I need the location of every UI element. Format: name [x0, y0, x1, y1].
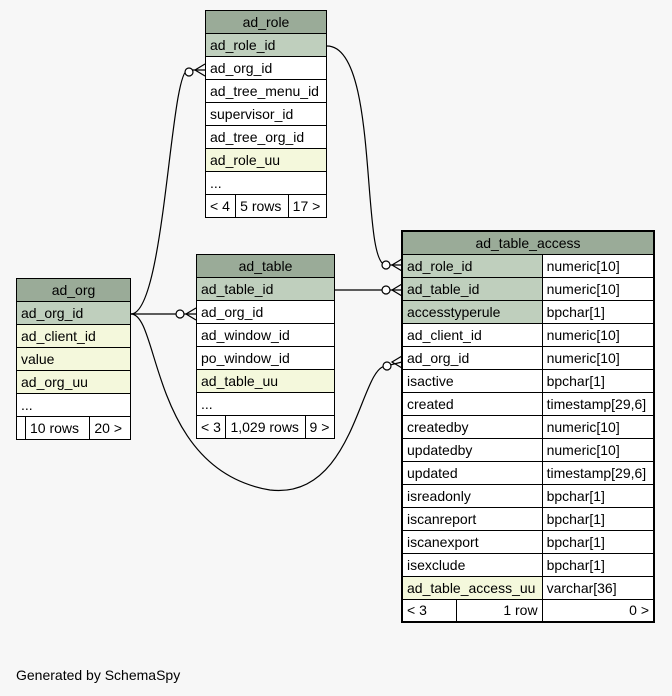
column-name[interactable]: ad_org_id — [205, 56, 327, 80]
column-name[interactable]: ad_table_id — [401, 276, 543, 301]
column-name[interactable]: value — [16, 347, 131, 371]
column-type: bpchar[1] — [541, 552, 655, 577]
column-type: bpchar[1] — [541, 529, 655, 554]
column-name[interactable]: updatedby — [401, 437, 543, 462]
link-access-role — [326, 45, 402, 266]
row-count: 1 row — [455, 598, 543, 623]
column-type: timestamp[29,6] — [541, 460, 655, 485]
optional-marker-icon — [175, 309, 185, 319]
table-title[interactable]: ad_role — [205, 10, 327, 34]
children-count[interactable]: 9 > — [304, 415, 336, 439]
column-name[interactable]: iscanexport — [401, 529, 543, 554]
column-name[interactable]: ... — [196, 392, 335, 416]
column-type: bpchar[1] — [541, 483, 655, 508]
column-type: numeric[10] — [541, 253, 655, 278]
column-name[interactable]: ad_role_id — [205, 33, 327, 57]
children-count: 0 > — [541, 598, 655, 623]
column-name[interactable]: ... — [205, 171, 327, 195]
column-type: varchar[36] — [541, 575, 655, 600]
column-name[interactable]: createdby — [401, 414, 543, 439]
table-title[interactable]: ad_table — [196, 254, 335, 278]
optional-marker-icon — [382, 361, 392, 371]
column-name[interactable]: updated — [401, 460, 543, 485]
column-name[interactable]: ad_org_id — [401, 345, 543, 370]
crowfoot-icon — [193, 63, 206, 77]
column-name[interactable]: ad_tree_org_id — [205, 125, 327, 149]
column-name[interactable]: accesstyperule — [401, 299, 543, 324]
column-name[interactable]: ad_org_id — [196, 300, 335, 324]
column-name[interactable]: ad_org_uu — [16, 370, 131, 394]
column-name[interactable]: ad_window_id — [196, 323, 335, 347]
column-type: bpchar[1] — [541, 506, 655, 531]
table-ad-org: ad_org ad_org_id ad_client_id value ad_o… — [16, 278, 131, 440]
column-name[interactable]: created — [401, 391, 543, 416]
optional-marker-icon — [381, 260, 391, 270]
optional-marker-icon — [381, 285, 391, 295]
row-count: 10 rows — [24, 416, 91, 440]
optional-marker-icon — [184, 67, 194, 77]
row-count: 5 rows — [235, 194, 289, 218]
column-name[interactable]: ad_client_id — [401, 322, 543, 347]
column-name[interactable]: ad_table_id — [196, 277, 335, 301]
column-type: bpchar[1] — [541, 368, 655, 393]
parents-count[interactable]: < 4 — [204, 194, 237, 218]
column-name[interactable]: ad_table_access_uu — [401, 575, 543, 600]
column-type: numeric[10] — [541, 437, 655, 462]
crowfoot-icon — [184, 307, 197, 321]
crowfoot-icon — [390, 283, 403, 297]
column-type: numeric[10] — [541, 345, 655, 370]
column-name[interactable]: ad_role_uu — [205, 148, 327, 172]
parents-count[interactable]: < 3 — [195, 415, 227, 439]
table-title[interactable]: ad_table_access — [401, 230, 655, 255]
generated-by-text: Generated by SchemaSpy — [16, 667, 181, 683]
column-type: numeric[10] — [541, 322, 655, 347]
column-name[interactable]: ad_role_id — [401, 253, 543, 278]
column-name[interactable]: po_window_id — [196, 346, 335, 370]
children-count[interactable]: 20 > — [89, 416, 131, 440]
column-name[interactable]: isactive — [401, 368, 543, 393]
column-name[interactable]: iscanreport — [401, 506, 543, 531]
column-type: bpchar[1] — [541, 299, 655, 324]
column-type: timestamp[29,6] — [541, 391, 655, 416]
column-name[interactable]: ad_client_id — [16, 324, 131, 348]
crowfoot-icon — [390, 258, 403, 272]
table-title[interactable]: ad_org — [16, 278, 131, 302]
parents-count[interactable]: < 3 — [401, 598, 457, 623]
parents-count — [16, 416, 26, 440]
column-name[interactable]: isexclude — [401, 552, 543, 577]
table-ad-table: ad_table ad_table_id ad_org_id ad_window… — [195, 254, 336, 439]
link-ad-role-org — [130, 69, 205, 315]
row-count: 1,029 rows — [225, 415, 306, 439]
children-count[interactable]: 17 > — [287, 194, 328, 218]
column-name[interactable]: ad_table_uu — [196, 369, 335, 393]
column-name[interactable]: ad_org_id — [16, 301, 131, 325]
column-type: numeric[10] — [541, 276, 655, 301]
crowfoot-icon — [390, 355, 403, 369]
table-ad-role: ad_role ad_role_id ad_org_id ad_tree_men… — [204, 10, 328, 218]
column-name[interactable]: ad_tree_menu_id — [205, 79, 327, 103]
column-name[interactable]: supervisor_id — [205, 102, 327, 126]
column-type: numeric[10] — [541, 414, 655, 439]
column-name[interactable]: isreadonly — [401, 483, 543, 508]
link-access-org — [130, 313, 403, 491]
column-name[interactable]: ... — [16, 393, 131, 417]
